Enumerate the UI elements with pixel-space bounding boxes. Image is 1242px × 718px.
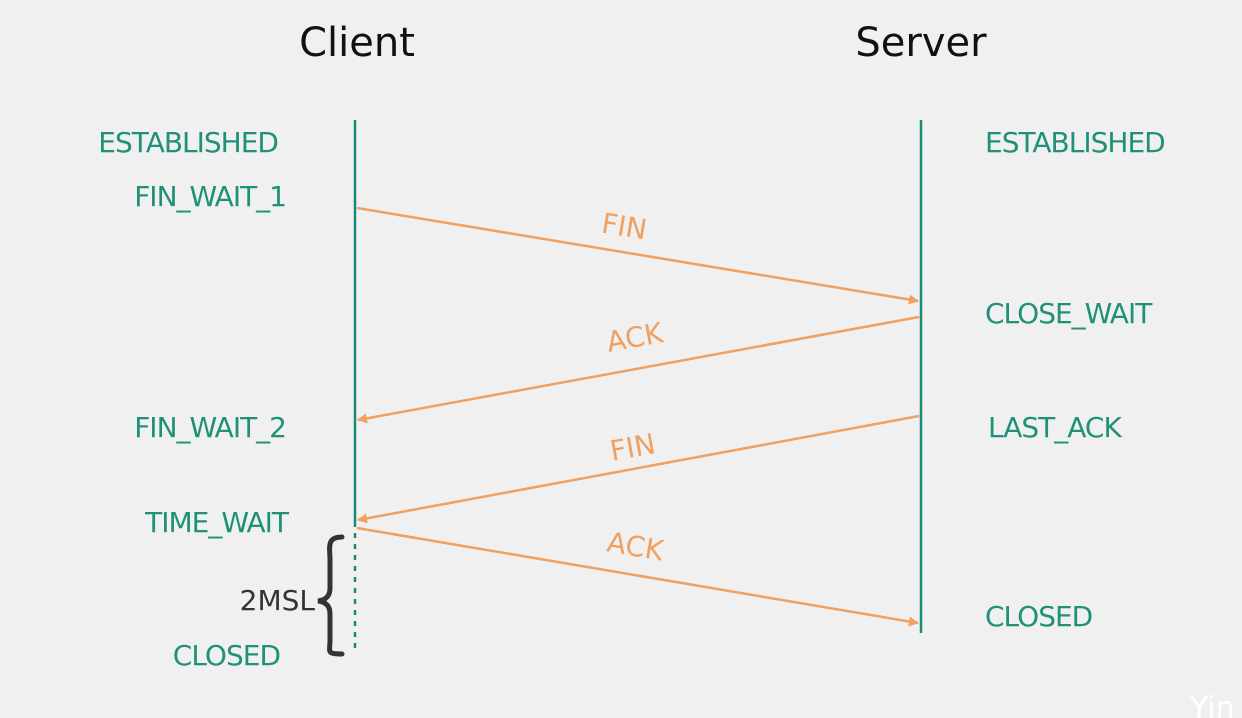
message-label-ack-1: ACK: [604, 316, 666, 359]
fin-arrow-client-to-server: [356, 206, 919, 305]
client-state-fin-wait-1: FIN_WAIT_1: [134, 180, 286, 213]
ack-arrow-client-to-server: [356, 526, 919, 627]
message-label-ack-2: ACK: [605, 526, 667, 568]
client-header: Client: [299, 20, 415, 66]
time-wait-duration-label: 2MSL: [240, 584, 316, 617]
server-state-established: ESTABLISHED: [985, 126, 1165, 159]
curly-brace-icon: [317, 534, 345, 657]
client-state-established: ESTABLISHED: [98, 126, 278, 159]
client-state-closed: CLOSED: [173, 639, 280, 672]
client-state-time-wait: TIME_WAIT: [144, 506, 290, 539]
server-state-last-ack: LAST_ACK: [988, 411, 1122, 444]
watermark-text: Yin: [1189, 691, 1235, 718]
server-state-close-wait: CLOSE_WAIT: [985, 297, 1153, 330]
server-state-closed: CLOSED: [985, 600, 1092, 633]
client-state-fin-wait-2: FIN_WAIT_2: [134, 411, 286, 444]
server-header: Server: [855, 20, 987, 66]
message-label-fin-2: FIN: [607, 427, 658, 468]
message-label-fin-1: FIN: [599, 207, 649, 247]
ack-arrow-server-to-client: [357, 315, 920, 424]
fin-arrow-server-to-client: [357, 414, 920, 524]
